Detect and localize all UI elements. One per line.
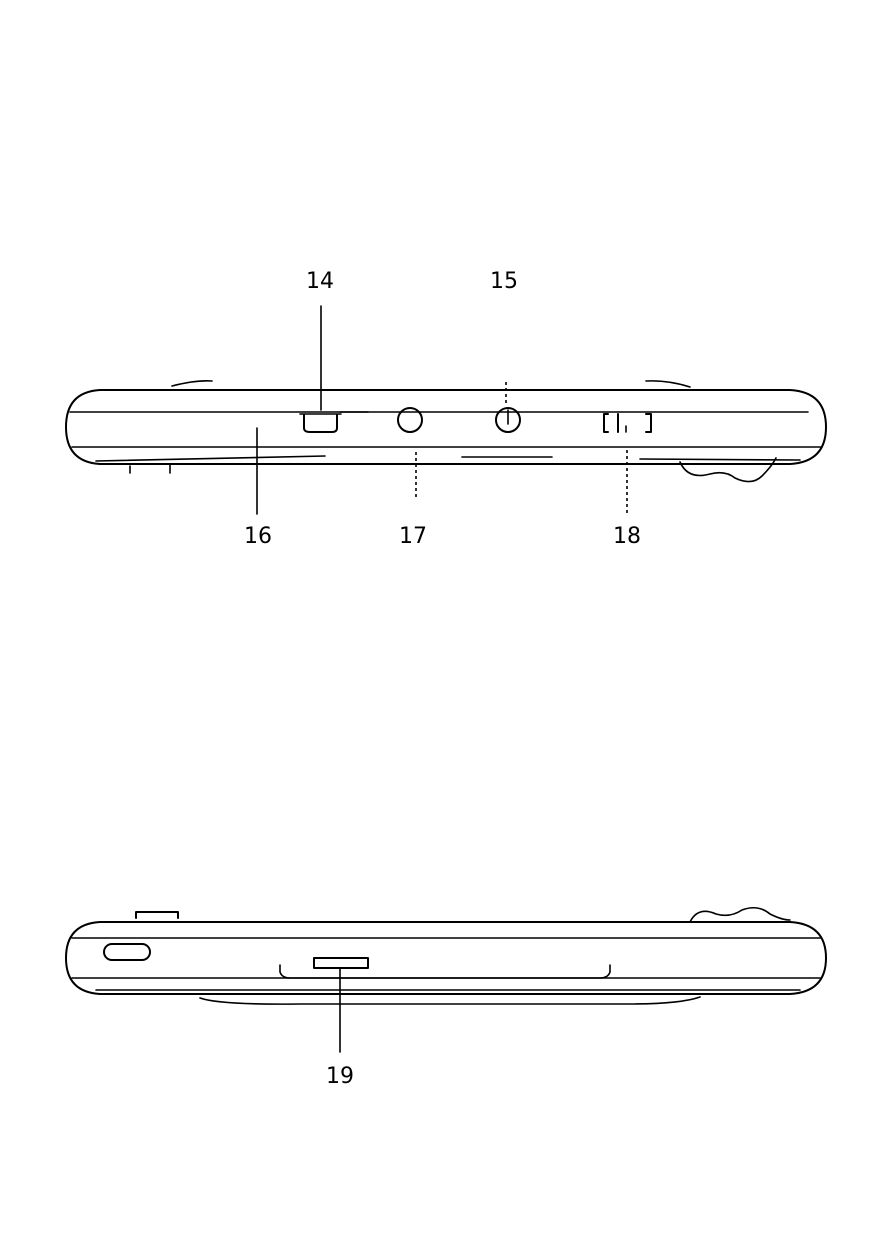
callout-18: 18: [613, 524, 641, 549]
power-button: [104, 944, 150, 960]
switch-slot-right: [646, 414, 651, 432]
upper-rim-left: [172, 381, 212, 386]
top-tab: [136, 912, 178, 918]
memory-card-slot: [314, 958, 368, 968]
lower-rim-left: [96, 456, 325, 461]
callout-14: 14: [306, 269, 334, 294]
device-body-top-view: [66, 390, 826, 464]
bottom-edge-view: 19: [66, 908, 826, 1089]
switch-slot-left: [604, 414, 608, 432]
bottom-channel: [280, 965, 610, 978]
upper-rim-right: [646, 381, 690, 387]
top-edge-view: 14 15 16 17 18: [66, 269, 826, 549]
callout-19: 19: [326, 1064, 354, 1089]
grip-texture-bottom-view: [690, 908, 790, 922]
callout-15: 15: [490, 269, 518, 294]
callout-16: 16: [244, 524, 272, 549]
grip-texture-top-view: [680, 458, 776, 482]
mini-usb-port: [304, 415, 337, 432]
callout-17: 17: [399, 524, 427, 549]
bottom-stand: [200, 997, 700, 1004]
device-body-bottom-view: [66, 922, 826, 994]
